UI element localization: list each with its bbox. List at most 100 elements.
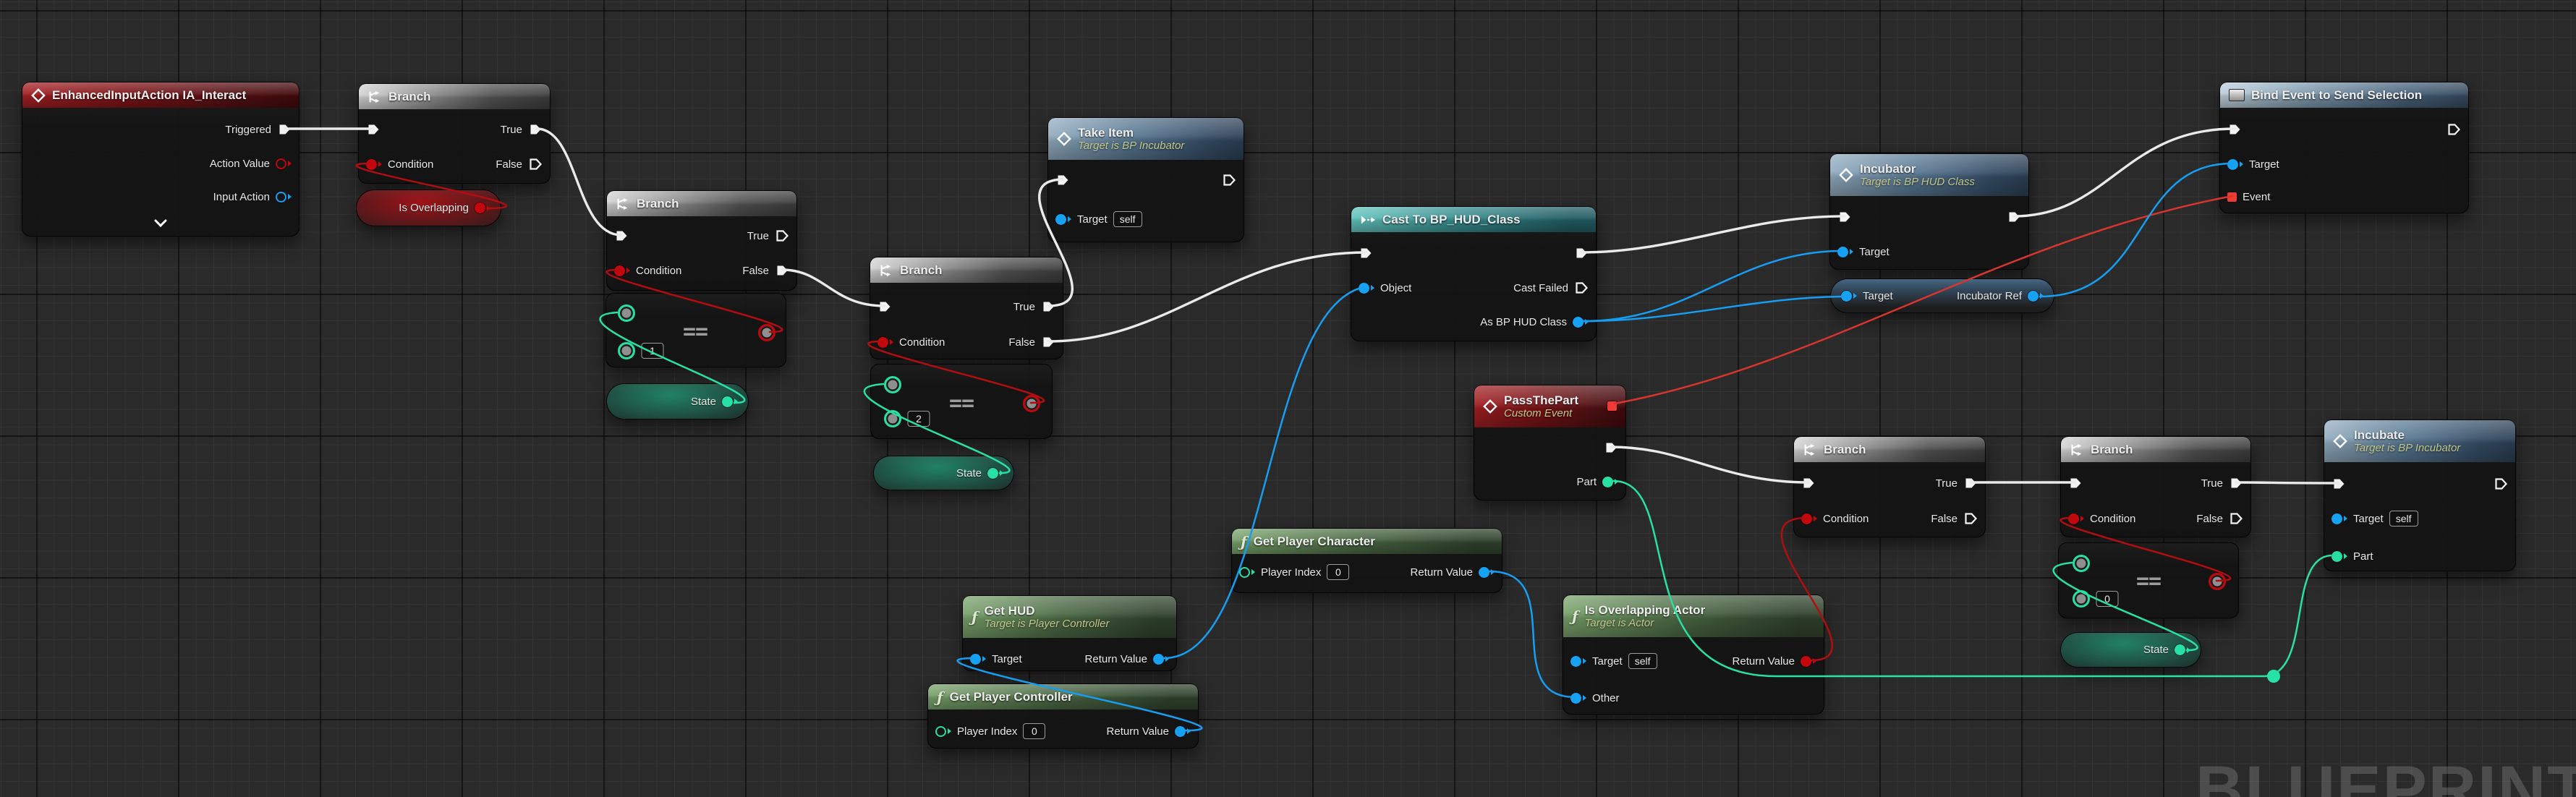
- branch-3[interactable]: BranchTrueConditionFalse: [870, 257, 1063, 359]
- var-state-2[interactable]: State: [873, 456, 1014, 490]
- branch-5-exec-pin[interactable]: [2068, 476, 2083, 490]
- incubate-part-pin[interactable]: [2331, 551, 2347, 562]
- is-overlapping-actor-return-value-pin[interactable]: [1801, 656, 1816, 667]
- equals-2-result-pin[interactable]: [1023, 395, 1040, 412]
- incubate[interactable]: IncubateTarget is BP IncubatorTargetself…: [2324, 419, 2516, 571]
- var-state-1[interactable]: State: [606, 383, 749, 419]
- get-hud-return-value-pin[interactable]: [1153, 654, 1169, 665]
- take-item-exec-pin[interactable]: [1222, 173, 1236, 187]
- event-enhanced-input-action-action-value-pin[interactable]: [276, 158, 292, 169]
- event-enhanced-input-action[interactable]: EnhancedInputAction IA_InteractTriggered…: [22, 82, 299, 236]
- cast-to-bp-hud-class-exec-pin[interactable]: [1574, 246, 1589, 260]
- branch-4[interactable]: BranchTrueConditionFalse: [1793, 436, 1986, 537]
- equals-3[interactable]: 0==: [2058, 542, 2239, 618]
- branch-1-exec-pin[interactable]: [366, 122, 381, 137]
- cast-to-bp-hud-class-exec-pin[interactable]: [1359, 246, 1373, 260]
- event-enhanced-input-action-input-action-pin[interactable]: [276, 192, 292, 203]
- bind-event-to-send-selection-exec-pin[interactable]: [2447, 122, 2461, 137]
- branch-4-exec-pin[interactable]: [1801, 476, 1816, 490]
- equals-2-input-b-pin[interactable]: [884, 410, 901, 427]
- event-pass-the-part-delegate-pin[interactable]: [1607, 401, 1617, 411]
- branch-1-false-pin[interactable]: [528, 157, 543, 171]
- is-overlapping-actor-target-value-box[interactable]: self: [1628, 653, 1657, 669]
- take-item-exec-pin[interactable]: [1055, 173, 1070, 187]
- take-item-target-pin[interactable]: [1055, 214, 1071, 225]
- is-overlapping-actor-target-pin[interactable]: [1570, 656, 1586, 667]
- take-item[interactable]: Take ItemTarget is BP IncubatorTargetsel…: [1047, 117, 1244, 242]
- equals-3-input-b-pin[interactable]: [2073, 590, 2090, 608]
- branch-2[interactable]: BranchTrueConditionFalse: [606, 190, 797, 291]
- equals-1-result-pin[interactable]: [758, 324, 775, 341]
- equals-2-input-a-pin[interactable]: [884, 376, 901, 393]
- cast-to-bp-hud-class-cast-failed-pin[interactable]: [1574, 281, 1589, 295]
- var-state-1-state-pin[interactable]: [722, 396, 738, 407]
- incubate-exec-pin[interactable]: [2331, 477, 2346, 491]
- incubator-exec-pin[interactable]: [2007, 210, 2021, 224]
- branch-3-exec-pin[interactable]: [877, 299, 892, 314]
- equals-2-value-box[interactable]: 2: [908, 411, 930, 427]
- bind-event-to-send-selection-event-pin[interactable]: [2227, 192, 2237, 202]
- equals-3-value-box[interactable]: 0: [2096, 591, 2119, 607]
- event-enhanced-input-action-triggered-pin[interactable]: [277, 122, 292, 137]
- branch-2-condition-pin[interactable]: [614, 265, 630, 276]
- var-state-3-state-pin[interactable]: [2175, 644, 2190, 655]
- get-player-controller-player-index-pin[interactable]: [935, 726, 951, 737]
- cast-to-bp-hud-class[interactable]: Cast To BP_HUD_ClassObjectCast FailedAs …: [1351, 206, 1597, 341]
- cast-to-bp-hud-class-object-pin[interactable]: [1359, 283, 1374, 294]
- equals-1-value-box[interactable]: 1: [642, 343, 664, 359]
- bind-event-to-send-selection-exec-pin[interactable]: [2227, 122, 2242, 137]
- branch-1[interactable]: BranchTrueConditionFalse: [358, 83, 551, 184]
- event-enhanced-input-action-collapse-chevron-icon[interactable]: [153, 218, 168, 231]
- var-state-2-state-pin[interactable]: [987, 468, 1003, 479]
- get-player-controller[interactable]: ƒGet Player ControllerPlayer Index0Retur…: [927, 683, 1199, 749]
- branch-3-condition-pin[interactable]: [877, 337, 893, 348]
- bind-event-to-send-selection[interactable]: Bind Event to Send SelectionTargetEvent: [2219, 82, 2469, 213]
- var-incubator-ref[interactable]: TargetIncubator Ref: [1830, 278, 2054, 313]
- branch-3-true-pin[interactable]: [1041, 299, 1055, 314]
- event-pass-the-part-part-pin[interactable]: [1602, 477, 1618, 487]
- var-incubator-ref-target-pin[interactable]: [1841, 291, 1857, 302]
- get-hud[interactable]: ƒGet HUDTarget is Player ControllerTarge…: [962, 595, 1177, 671]
- equals-1-input-b-pin[interactable]: [618, 342, 635, 359]
- var-is-overlapping-is-overlapping-pin[interactable]: [475, 203, 490, 213]
- var-is-overlapping[interactable]: Is Overlapping: [356, 189, 501, 226]
- bind-event-to-send-selection-target-pin[interactable]: [2227, 159, 2243, 170]
- is-overlapping-actor[interactable]: ƒIs Overlapping ActorTarget is ActorTarg…: [1563, 594, 1824, 715]
- branch-1-condition-pin[interactable]: [366, 159, 382, 170]
- var-state-3[interactable]: State: [2060, 632, 2201, 668]
- branch-1-true-pin[interactable]: [528, 122, 543, 137]
- branch-2-exec-pin[interactable]: [614, 229, 629, 243]
- is-overlapping-actor-other-pin[interactable]: [1570, 693, 1586, 704]
- take-item-target-value-box[interactable]: self: [1113, 211, 1142, 227]
- var-incubator-ref-incubator-ref-pin[interactable]: [2028, 291, 2044, 302]
- equals-1-input-a-pin[interactable]: [618, 304, 635, 322]
- branch-5-condition-pin[interactable]: [2068, 513, 2084, 524]
- incubator[interactable]: IncubatorTarget is BP HUD ClassTarget: [1829, 153, 2029, 270]
- branch-5-true-pin[interactable]: [2229, 476, 2243, 490]
- incubator-target-pin[interactable]: [1837, 247, 1853, 257]
- incubate-exec-pin[interactable]: [2494, 477, 2508, 491]
- get-player-controller-player-index-value-box[interactable]: 0: [1023, 723, 1045, 739]
- get-player-character-player-index-pin[interactable]: [1239, 567, 1255, 578]
- get-player-controller-return-value-pin[interactable]: [1175, 726, 1191, 737]
- branch-4-false-pin[interactable]: [1963, 511, 1978, 526]
- get-player-character-return-value-pin[interactable]: [1479, 567, 1495, 578]
- branch-3-false-pin[interactable]: [1041, 335, 1055, 349]
- incubator-exec-pin[interactable]: [1837, 210, 1852, 224]
- branch-2-false-pin[interactable]: [775, 263, 789, 278]
- branch-5[interactable]: BranchTrueConditionFalse: [2060, 436, 2251, 537]
- equals-3-input-a-pin[interactable]: [2073, 555, 2090, 572]
- equals-3-result-pin[interactable]: [2209, 573, 2226, 590]
- branch-2-true-pin[interactable]: [775, 229, 789, 243]
- get-hud-target-pin[interactable]: [970, 654, 986, 665]
- incubate-target-value-box[interactable]: self: [2389, 511, 2418, 527]
- get-player-character[interactable]: ƒGet Player CharacterPlayer Index0Return…: [1231, 528, 1502, 593]
- equals-2[interactable]: 2==: [870, 364, 1053, 439]
- branch-4-true-pin[interactable]: [1963, 476, 1978, 490]
- equals-1[interactable]: 1==: [605, 293, 786, 367]
- cast-to-bp-hud-class-as-bp-hud-class-pin[interactable]: [1573, 317, 1589, 328]
- get-player-character-player-index-value-box[interactable]: 0: [1327, 564, 1349, 580]
- branch-4-condition-pin[interactable]: [1801, 513, 1817, 524]
- reroute-node[interactable]: [2267, 670, 2280, 683]
